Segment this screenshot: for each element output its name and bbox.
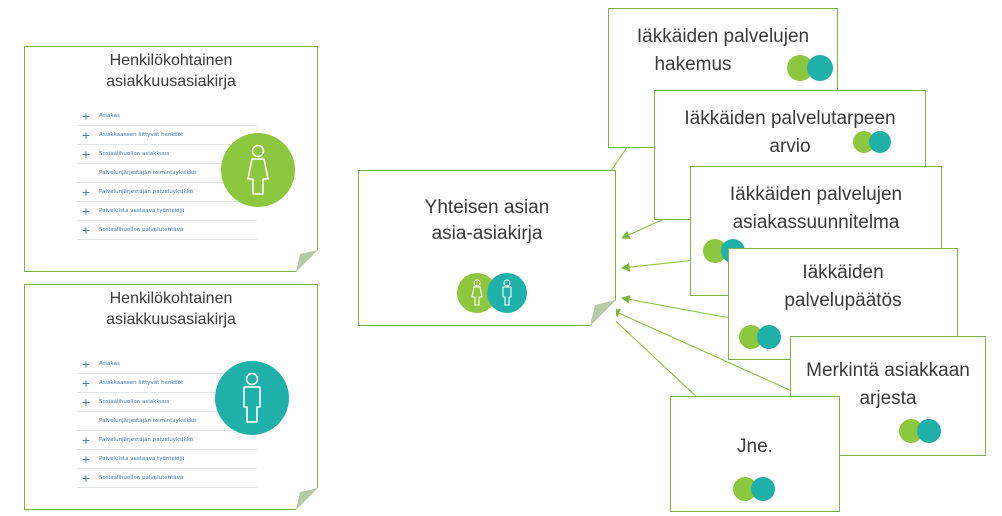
title-line-1: Iäkkäiden palvelujen [729, 184, 903, 205]
person-pair-icon [739, 325, 781, 349]
plus-icon[interactable]: + [81, 395, 91, 409]
arrow-icon [620, 259, 697, 272]
doc-title: Iäkkäiden palvelujen hakemus [609, 23, 837, 78]
male-person-icon [215, 361, 289, 435]
client-data-list: + Asiakas + Asiakkaaseen liittyvät henkilö… [77, 355, 257, 488]
doc-title: Henkilökohtainen asiakkuusasiakirja [25, 51, 317, 93]
etc-document: Jne. [670, 396, 840, 512]
doc-title: Jne. [671, 435, 839, 460]
row-label: Palvelunjärjestäjän palveluyksikkö [99, 189, 194, 195]
row-label: Sosiaalihuollon palvelutehtävä [99, 227, 184, 233]
title-line-2: asiakkuusasiakirja [106, 72, 236, 90]
plus-icon[interactable]: + [81, 204, 91, 218]
plus-icon[interactable]: + [81, 452, 91, 466]
female-person-icon [221, 133, 295, 207]
list-row[interactable]: + Asiakkaaseen liittyvät henkilöt [77, 374, 257, 393]
doc-title: Henkilökohtainen asiakkuusasiakirja [25, 289, 317, 331]
person-pair-icon [457, 273, 529, 315]
row-label: Asiakas [99, 361, 120, 367]
title-line-2: asiakkuusasiakirja [106, 310, 236, 328]
plus-icon[interactable]: + [81, 357, 91, 371]
list-row[interactable]: + Sosiaalihuollon asiakkuus [77, 145, 257, 164]
list-row[interactable]: + Palveluista vastaava työntekijä [77, 202, 257, 221]
doc-title: Merkintä asiakkaan arjesta [791, 357, 985, 412]
title-line-2: asia-asiakirja [431, 222, 543, 244]
row-label: Asiakas [99, 113, 120, 119]
common-matter-document: Yhteisen asian asia-asiakirja [358, 170, 616, 326]
personal-client-document-1: Henkilökohtainen asiakkuusasiakirja + Asi… [24, 46, 318, 272]
row-label: Palvelunjärjestäjän toimintayksikkö [99, 418, 197, 424]
doc-title: Iäkkäiden palvelutarpeen arvio [655, 105, 925, 160]
doc-title: Iäkkäiden palvelujen asiakassuunnitelma [691, 181, 941, 236]
plus-icon[interactable]: + [81, 376, 91, 390]
person-pair-icon [733, 477, 775, 501]
title-line-1: Iäkkäiden [802, 262, 884, 283]
list-row[interactable]: + Asiakas [77, 107, 257, 126]
doc-title: Iäkkäiden palvelupäätös [729, 259, 957, 314]
plus-icon[interactable]: + [81, 185, 91, 199]
row-label: Palvelunjärjestäjän toimintayksikkö [99, 170, 197, 176]
list-row[interactable]: + Palveluista vastaava työntekijä [77, 450, 257, 469]
arrow-icon [605, 311, 701, 401]
row-label: Palveluista vastaava työntekijä [99, 208, 185, 214]
plus-icon[interactable]: + [81, 147, 91, 161]
personal-client-document-2: Henkilökohtainen asiakkuusasiakirja + Asi… [24, 284, 318, 510]
title-line-1: Iäkkäiden palvelutarpeen [684, 108, 896, 129]
plus-icon[interactable]: + [81, 433, 91, 447]
arrow-icon [620, 217, 667, 239]
plus-icon[interactable]: + [81, 223, 91, 237]
plus-icon[interactable]: + [81, 128, 91, 142]
title-line-2: hakemus [609, 51, 837, 79]
title-line-1: Yhteisen asian [424, 197, 550, 218]
arrow-icon [610, 309, 795, 393]
title-line-2-text: hakemus [654, 53, 732, 75]
row-label: Asiakkaaseen liittyvät henkilöt [99, 132, 184, 138]
plus-icon[interactable]: + [81, 109, 91, 123]
person-pair-icon [899, 419, 941, 443]
title-line-1: Iäkkäiden palvelujen [636, 26, 810, 47]
title-line-2: arjesta [859, 387, 917, 409]
title-line-2: arvio [655, 133, 925, 161]
row-label: Palvelunjärjestäjän palveluyksikkö [99, 437, 194, 443]
list-row[interactable]: + Sosiaalihuollon palvelutehtävä [77, 221, 257, 240]
row-label: Sosiaalihuollon palvelutehtävä [99, 475, 184, 481]
title-line-1: Henkilökohtainen [109, 52, 233, 69]
person-pair-icon [853, 131, 891, 153]
list-row[interactable]: + Sosiaalihuollon asiakkuus [77, 393, 257, 412]
title-line-1: Jne. [737, 436, 773, 457]
arrow-icon [620, 295, 731, 319]
title-line-1: Henkilökohtainen [109, 290, 233, 307]
list-row[interactable]: + Palvelunjärjestäjän palveluyksikkö [77, 183, 257, 202]
title-line-1: Merkintä asiakkaan [806, 360, 970, 381]
doc-title: Yhteisen asian asia-asiakirja [359, 195, 615, 246]
list-row[interactable]: + Sosiaalihuollon palvelutehtävä [77, 469, 257, 488]
list-row: Palvelunjärjestäjän toimintayksikkö [77, 412, 257, 431]
row-label: Sosiaalihuollon asiakkuus [99, 399, 170, 405]
list-row[interactable]: + Asiakas [77, 355, 257, 374]
list-row[interactable]: + Palvelunjärjestäjän palveluyksikkö [77, 431, 257, 450]
person-pair-icon [787, 55, 833, 81]
client-data-list: + Asiakas + Asiakkaaseen liittyvät henkilö… [77, 107, 257, 240]
title-line-2: asiakassuunnitelma [732, 211, 900, 233]
row-label: Asiakkaaseen liittyvät henkilöt [99, 380, 184, 386]
row-label: Palveluista vastaava työntekijä [99, 456, 185, 462]
list-row: Palvelunjärjestäjän toimintayksikkö [77, 164, 257, 183]
row-label: Sosiaalihuollon asiakkuus [99, 151, 170, 157]
plus-icon[interactable]: + [81, 471, 91, 485]
list-row[interactable]: + Asiakkaaseen liittyvät henkilöt [77, 126, 257, 145]
title-line-2: palvelupäätös [784, 289, 902, 311]
title-line-2-text: arvio [769, 135, 811, 157]
